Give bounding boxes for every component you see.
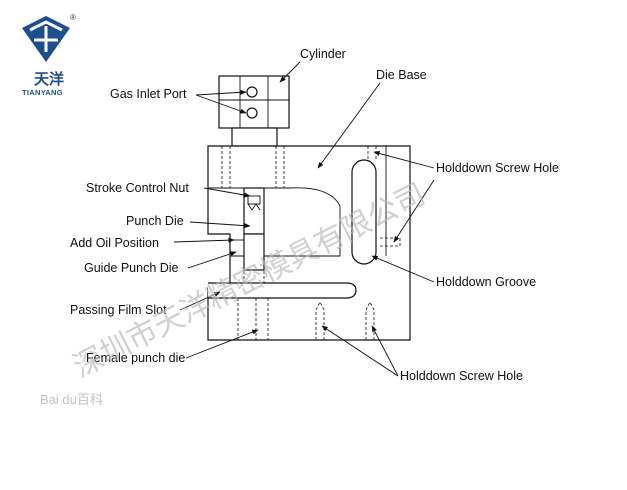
stroke-control-nut: [243, 187, 265, 235]
labels: Cylinder Die Base Gas Inlet Port Stroke …: [70, 47, 559, 383]
label-stroke-control-nut: Stroke Control Nut: [86, 181, 189, 195]
label-holddown-screw-hole-bottom: Holddown Screw Hole: [400, 369, 523, 383]
logo-brand-en: TIANYANG: [22, 88, 63, 97]
label-holddown-groove: Holddown Groove: [436, 275, 536, 289]
leader-lines: [173, 61, 435, 377]
label-gas-inlet-port: Gas Inlet Port: [110, 87, 187, 101]
label-female-punch-die: Female punch die: [86, 351, 185, 365]
label-die-base: Die Base: [376, 68, 427, 82]
cylinder: [218, 75, 290, 147]
gas-inlet-port-lower: [246, 107, 258, 119]
gas-inlet-port-upper: [246, 86, 258, 98]
registered-mark: ®: [70, 13, 76, 22]
baidu-watermark: Bai du百科: [40, 392, 103, 407]
label-holddown-screw-hole-top: Holddown Screw Hole: [436, 161, 559, 175]
passing-film-slot: [208, 282, 357, 299]
label-punch-die: Punch Die: [126, 214, 184, 228]
tianyang-logo: 天洋 TIANYANG ®: [22, 13, 76, 97]
label-add-oil-position: Add Oil Position: [70, 236, 159, 250]
label-cylinder: Cylinder: [300, 47, 346, 61]
label-passing-film-slot: Passing Film Slot: [70, 303, 167, 317]
logo-emblem-icon: [22, 16, 70, 62]
punch-die: [243, 233, 265, 271]
holddown-screw-hole-bottom: [315, 301, 375, 340]
logo-brand-cn: 天洋: [34, 70, 64, 88]
holddown-groove: [351, 159, 377, 265]
label-guide-punch-die: Guide Punch Die: [84, 261, 179, 275]
die-base: [207, 145, 411, 341]
